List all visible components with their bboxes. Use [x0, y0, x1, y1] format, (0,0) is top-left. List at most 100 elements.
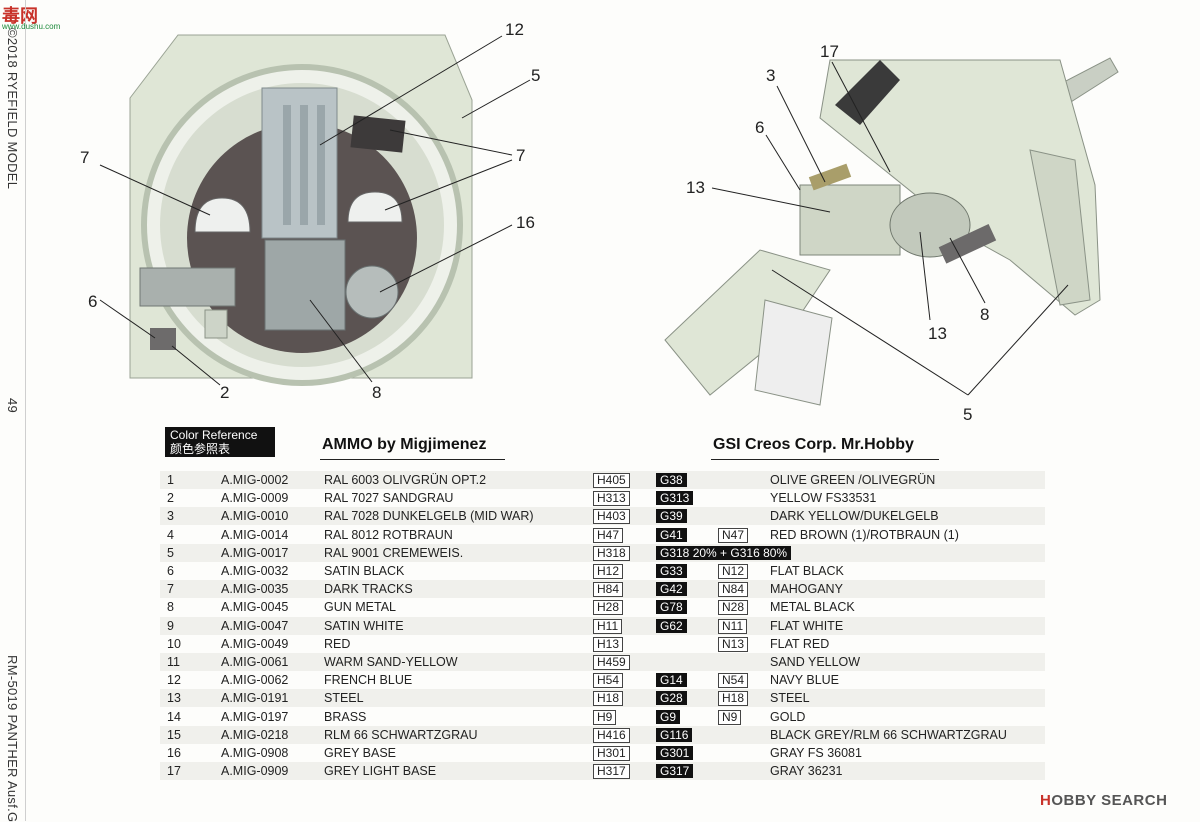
- acrysion-code: H18: [718, 691, 749, 707]
- mr-color-code: H301: [593, 746, 630, 761]
- callout-5: 5: [531, 66, 541, 85]
- gsi-color-name: GOLD: [770, 709, 806, 724]
- gsi-color-name: FLAT BLACK: [770, 564, 844, 578]
- gunze-code: G78: [656, 600, 687, 615]
- callout-12: 12: [505, 20, 524, 39]
- ammo-code: A.MIG-0197: [221, 709, 289, 724]
- row-number: 2: [167, 491, 174, 506]
- callout-13-bottom: 13: [928, 324, 947, 343]
- callout-5-right: 5: [963, 405, 973, 424]
- ammo-code: A.MIG-0032: [221, 564, 289, 578]
- gsi-color-name: BLACK GREY/RLM 66 SCHWARTZGRAU: [770, 727, 1007, 742]
- gsi-color-name: GRAY 36231: [770, 764, 843, 779]
- site-url: www.dushu.com: [2, 22, 61, 31]
- gsi-color-name: FLAT WHITE: [770, 618, 844, 633]
- gunze-code: G28: [656, 691, 687, 706]
- callout-3: 3: [766, 66, 776, 85]
- mr-color-code: H13: [593, 636, 624, 652]
- color-name: RAL 7028 DUNKELGELB (MID WAR): [324, 509, 534, 524]
- row-number: 1: [167, 473, 174, 487]
- callout-17: 17: [820, 42, 839, 61]
- color-name: STEEL: [324, 691, 364, 706]
- gunze-code: G38: [656, 473, 687, 487]
- gun-breech-illustration: [664, 57, 1119, 406]
- acrysion-code: N9: [718, 709, 742, 725]
- acrysion-code: N47: [718, 527, 749, 543]
- ammo-code: A.MIG-0191: [221, 691, 289, 706]
- mr-color-code: H459: [593, 655, 630, 670]
- color-name: BRASS: [324, 709, 367, 724]
- mr-color-code: H405: [593, 473, 630, 488]
- acrysion-code: N12: [718, 564, 749, 579]
- row-number: 4: [167, 527, 174, 542]
- row-number: 6: [167, 564, 174, 578]
- gsi-color-name: DARK YELLOW/DUKELGELB: [770, 509, 939, 524]
- ammo-code: A.MIG-0014: [221, 527, 289, 542]
- row-number: 8: [167, 600, 174, 615]
- row-number: 3: [167, 509, 174, 524]
- ammo-code: A.MIG-0035: [221, 582, 289, 597]
- color-name: SATIN WHITE: [324, 618, 404, 633]
- row-number: 7: [167, 582, 174, 597]
- callout-13-left: 13: [686, 178, 705, 197]
- gsi-color-name: RED BROWN (1)/ROTBRAUN (1): [770, 527, 959, 542]
- color-name: FRENCH BLUE: [324, 673, 413, 688]
- ammo-code: A.MIG-0061: [221, 655, 289, 669]
- gunze-code: G301: [656, 746, 694, 760]
- mr-color-code: H28: [593, 600, 624, 616]
- acrysion-code: N84: [718, 582, 749, 598]
- mr-color-code: H318: [593, 545, 630, 561]
- assembly-illustrations: [99, 34, 1119, 406]
- mr-color-code: H11: [593, 618, 623, 634]
- ammo-code: A.MIG-0218: [221, 727, 289, 742]
- acrysion-code: N28: [718, 600, 749, 616]
- row-number: 9: [167, 618, 174, 633]
- row-number: 11: [167, 655, 180, 669]
- row-number: 15: [167, 727, 181, 742]
- gunze-code: G33: [656, 564, 687, 578]
- callout-6: 6: [88, 292, 98, 311]
- gsi-color-name: METAL BLACK: [770, 600, 855, 615]
- acrysion-code: N54: [718, 673, 749, 689]
- ammo-code: A.MIG-0049: [221, 636, 289, 651]
- color-name: RED: [324, 636, 351, 651]
- gunze-code: G41: [656, 527, 687, 542]
- gunze-code: G318 20% + G316 80%: [656, 545, 792, 560]
- mr-color-code: H313: [593, 491, 630, 507]
- gunze-code: G42: [656, 582, 687, 597]
- row-number: 13: [167, 691, 181, 706]
- color-name: WARM SAND-YELLOW: [324, 655, 458, 669]
- mr-color-code: H416: [593, 727, 630, 743]
- ammo-code: A.MIG-0062: [221, 673, 289, 688]
- gunze-code: G116: [656, 727, 693, 742]
- color-name: RAL 7027 SANDGRAU: [324, 491, 454, 506]
- ammo-code: A.MIG-0047: [221, 618, 289, 633]
- color-name: DARK TRACKS: [324, 582, 413, 597]
- color-name: RAL 8012 ROTBRAUN: [324, 527, 453, 542]
- color-name: RAL 6003 OLIVGRÜN OPT.2: [324, 473, 487, 487]
- gsi-header-underline: [711, 459, 939, 460]
- row-number: 17: [167, 764, 181, 779]
- ammo-code: A.MIG-0009: [221, 491, 289, 506]
- gunze-code: G39: [656, 509, 687, 524]
- ammo-code: A.MIG-0045: [221, 600, 289, 615]
- kit-label: RM-5019 PANTHER Ausf.G: [5, 655, 20, 822]
- color-name: RAL 9001 CREMEWEIS.: [324, 545, 464, 560]
- gunze-code: G317: [656, 764, 694, 779]
- row-number: 16: [167, 746, 181, 760]
- mr-color-code: H9: [593, 709, 617, 725]
- ammo-code: A.MIG-0908: [221, 746, 289, 760]
- gsi-color-name: NAVY BLUE: [770, 673, 840, 688]
